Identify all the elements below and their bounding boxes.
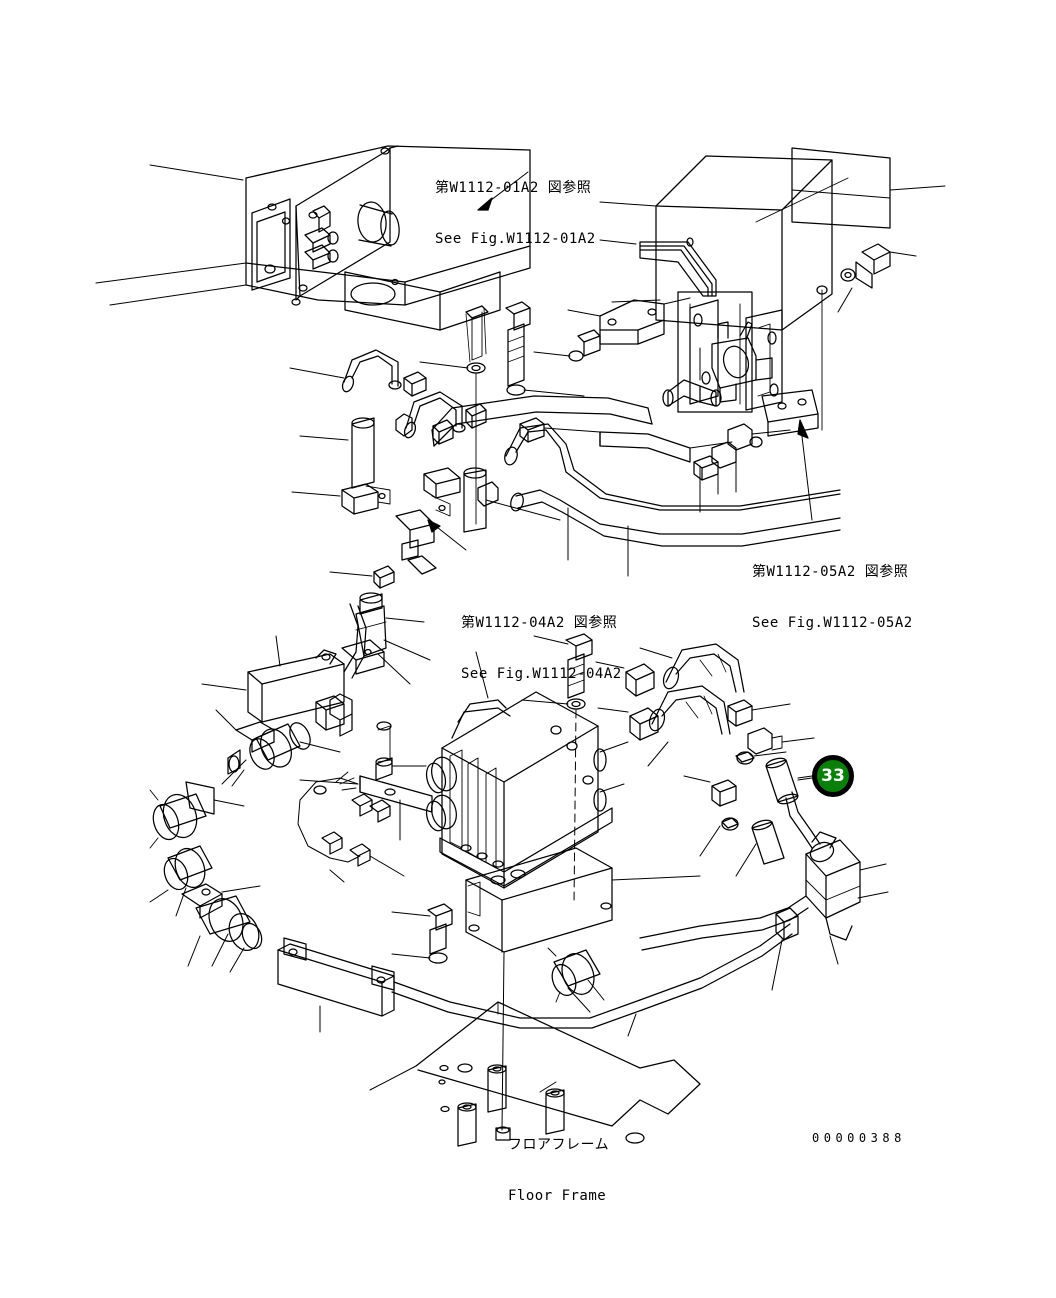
label-ref-w1112-05a2-en: See Fig.W1112-05A2	[752, 615, 913, 631]
hose-fitting-cluster	[289, 297, 841, 685]
label-ref-w1112-04a2: 第W1112-04A2 図参照 See Fig.W1112-04A2	[461, 581, 622, 717]
floor-frame	[369, 951, 701, 1147]
control-panel-assembly	[95, 145, 531, 331]
heater-unit-assembly	[297, 633, 701, 964]
label-floor-frame: フロアフレーム Floor Frame	[508, 1103, 609, 1239]
label-ref-w1112-01a2-jp: 第W1112-01A2 図参照	[435, 180, 592, 196]
label-floor-frame-en: Floor Frame	[508, 1188, 607, 1204]
label-ref-w1112-01a2: 第W1112-01A2 図参照 See Fig.W1112-01A2	[435, 146, 596, 282]
callout-33-leader	[797, 775, 813, 779]
right-fitting-cluster	[595, 643, 889, 965]
drawing-number: 00000388	[812, 1131, 906, 1145]
heater-housing-box	[599, 147, 946, 521]
label-floor-frame-jp: フロアフレーム	[508, 1137, 610, 1153]
label-ref-w1112-05a2: 第W1112-05A2 図参照 See Fig.W1112-05A2	[752, 530, 913, 666]
label-ref-w1112-01a2-en: See Fig.W1112-01A2	[435, 231, 596, 247]
label-ref-w1112-04a2-jp: 第W1112-04A2 図参照	[461, 615, 618, 631]
callout-33-number: 33	[821, 765, 845, 786]
label-ref-w1112-05a2-jp: 第W1112-05A2 図参照	[752, 564, 909, 580]
left-hose-run	[149, 603, 799, 1033]
label-ref-w1112-04a2-en: See Fig.W1112-04A2	[461, 666, 622, 682]
callout-33[interactable]: 33	[812, 755, 854, 797]
